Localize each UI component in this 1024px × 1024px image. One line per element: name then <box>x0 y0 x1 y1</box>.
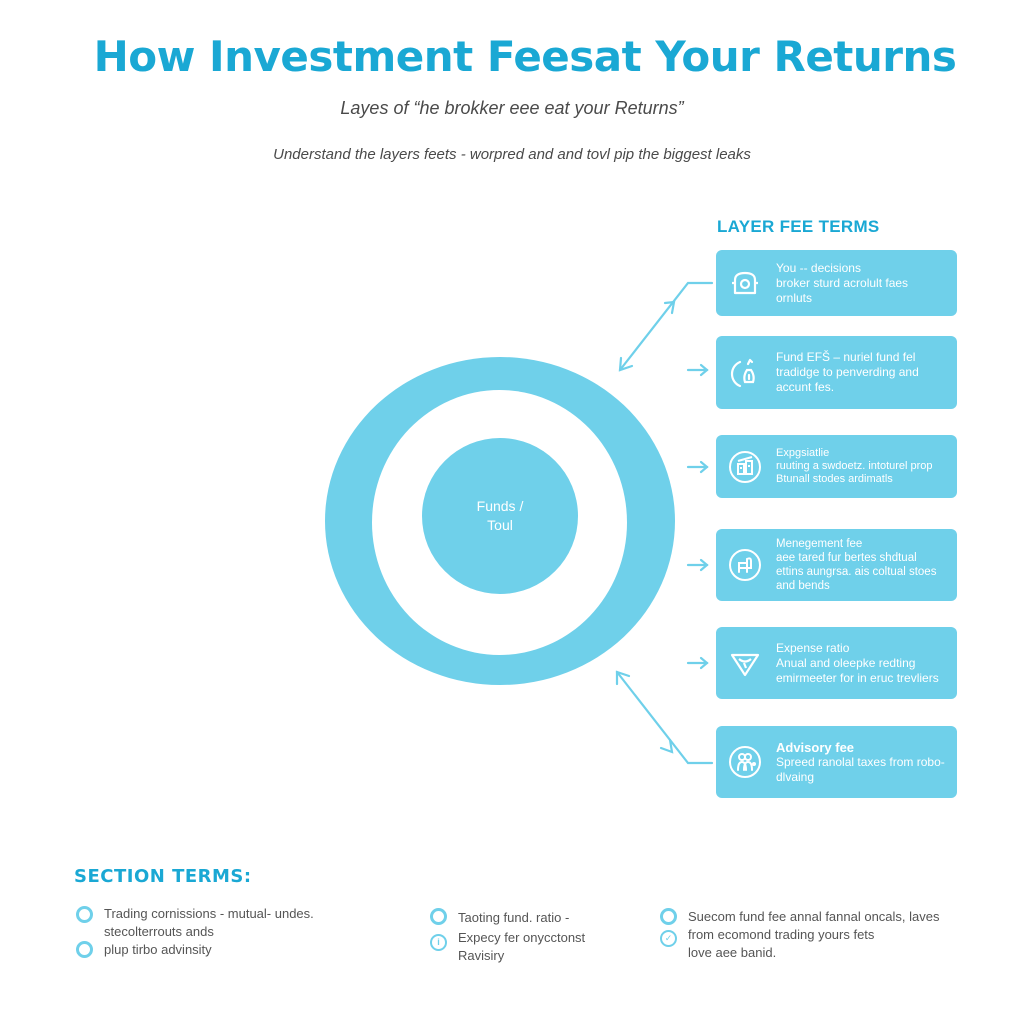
layer-card-expenses[interactable]: Expgsiatlie ruuting a swdoetz. intoturel… <box>716 435 957 498</box>
card-title: Expense ratio <box>776 640 850 655</box>
card-description: Spreed ranolal taxes from robo-dlvaing <box>776 754 945 784</box>
card-description: broker sturd acrolult faes ornluts <box>776 275 909 305</box>
fund-bag-icon <box>726 354 764 392</box>
card-title: Menegement fee <box>776 538 863 550</box>
funnel-icon <box>726 644 764 682</box>
card-description: tradidge to penverding and accunt fes. <box>776 365 919 394</box>
circle-icon <box>660 908 677 925</box>
term-text: love aee banid. <box>688 945 777 960</box>
term-item: i Expecy fer onycctonst Ravisiry <box>430 929 630 965</box>
card-title: Expgsiatlie <box>776 447 830 459</box>
card-description: aee tared fur bertes shdtual ettins aung… <box>776 552 937 592</box>
core-funds-circle: Funds / Toul <box>422 438 578 594</box>
section-terms-column-1: Trading cornissions - mutual- undes. ste… <box>76 905 316 959</box>
circle-icon <box>76 906 93 923</box>
layer-card-fund[interactable]: Fund EFŠ – nuriel fund fel tradidge to p… <box>716 336 957 409</box>
term-text: Suecom fund fee annal fannal oncals, lav… <box>688 909 940 942</box>
section-terms-column-3: Suecom fund fee annal fannal oncals, lav… <box>660 908 960 962</box>
layer-card-broker[interactable]: You -- decisions broker sturd acrolult f… <box>716 250 957 316</box>
core-label-line1: Funds / <box>476 498 524 514</box>
circle-icon <box>430 908 447 925</box>
card-title: You -- decisions <box>776 260 861 275</box>
camera-icon <box>726 264 764 302</box>
term-item: Trading cornissions - mutual- undes. ste… <box>76 905 316 941</box>
layer-card-advisory[interactable]: Advisory fee Spreed ranolal taxes from r… <box>716 726 957 798</box>
info-circle-icon: i <box>430 934 447 951</box>
term-text: Taoting fund. ratio - <box>458 910 570 925</box>
page-subtitle: Layes of “he brokker eee eat your Return… <box>340 98 684 118</box>
card-title: Advisory fee <box>776 739 855 755</box>
term-item: ✓ love aee banid. <box>660 930 960 962</box>
core-label-line2: Toul <box>487 517 513 533</box>
circle-icon <box>76 941 93 958</box>
bottom-connector-arrow <box>615 670 714 765</box>
check-circle-icon: ✓ <box>660 930 677 947</box>
card-arrows <box>686 363 709 670</box>
term-text: plup tirbo advinsity <box>104 942 212 957</box>
layer-card-management[interactable]: Menegement fee aee tared fur bertes shdt… <box>716 529 957 601</box>
term-item: Taoting fund. ratio - <box>430 908 630 929</box>
card-description: ruuting a swdoetz. intoturel prop Btunal… <box>776 460 933 485</box>
section-terms-heading: SECTION TERMS: <box>74 866 252 887</box>
top-connector-arrow <box>618 281 714 372</box>
term-item: plup tirbo advinsity <box>76 941 316 959</box>
card-description: Anual and oleepke redting emirmeeter for… <box>776 655 939 685</box>
page-title: How Investment Feesat Your Returns <box>93 32 957 81</box>
term-item: Suecom fund fee annal fannal oncals, lav… <box>660 908 960 944</box>
layer-card-expense-ratio[interactable]: Expense ratio Anual and oleepke redting … <box>716 627 957 699</box>
layer-fee-terms-heading: LAYER FEE TERMS <box>717 217 880 236</box>
term-text: Trading cornissions - mutual- undes. ste… <box>104 906 314 939</box>
chair-icon <box>726 546 764 584</box>
advisor-people-icon <box>726 743 764 781</box>
section-terms-column-2: Taoting fund. ratio - i Expecy fer onycc… <box>430 908 630 965</box>
card-title: Fund EFŠ – nuriel fund fel <box>776 350 916 364</box>
building-chart-icon <box>726 448 764 486</box>
term-text: Expecy fer onycctonst Ravisiry <box>458 930 586 963</box>
page-tagline: Understand the layers feets - worpred an… <box>273 146 751 163</box>
